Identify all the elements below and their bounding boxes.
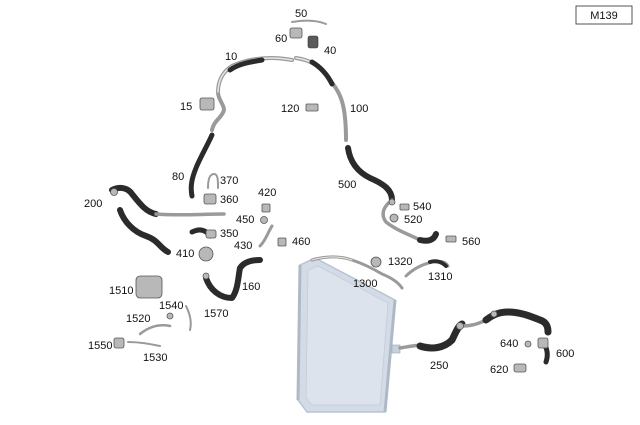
part-label-350: 350 [220, 228, 238, 240]
part-label-370: 370 [220, 175, 238, 187]
diagram-code: M139 [590, 10, 618, 22]
pipe-10 [188, 56, 294, 199]
part-label-620: 620 [490, 364, 508, 376]
part-label-360: 360 [220, 194, 238, 206]
part-label-1510: 1510 [109, 285, 133, 297]
hose-200 [109, 184, 226, 255]
hose-250 [398, 308, 552, 352]
hose-600 [537, 337, 550, 365]
part-label-60: 60 [275, 33, 287, 45]
pipe-100 [294, 56, 348, 142]
part-label-420: 420 [258, 187, 276, 199]
bracket-50 [289, 19, 327, 39]
part-label-450: 450 [236, 214, 254, 226]
pipe-1300 [310, 255, 404, 290]
fitting-520 [389, 213, 399, 223]
part-label-410: 410 [176, 248, 194, 260]
part-label-540: 540 [413, 201, 431, 213]
fitting-1550 [113, 337, 125, 349]
part-label-460: 460 [292, 236, 310, 248]
part-label-560: 560 [462, 236, 480, 248]
hose-500 [345, 145, 439, 244]
expansion-tank-1510 [135, 275, 163, 299]
thermostat-360 [203, 193, 217, 205]
bolt-540 [399, 203, 410, 211]
part-label-40: 40 [324, 45, 336, 57]
part-label-100: 100 [350, 103, 368, 115]
part-label-10: 10 [225, 51, 237, 63]
fitting-1320 [370, 256, 382, 268]
diagram-code-box: M139 [575, 5, 633, 25]
hose-160 [202, 257, 263, 301]
part-label-200: 200 [84, 198, 102, 210]
part-label-15: 15 [180, 101, 192, 113]
part-label-500: 500 [338, 179, 356, 191]
pipe-1530 [127, 341, 161, 347]
part-label-1570: 1570 [204, 308, 228, 320]
clamp-1540 [166, 312, 174, 320]
part-label-120: 120 [281, 103, 299, 115]
bracket-370 [207, 173, 219, 189]
part-label-1310: 1310 [428, 271, 452, 283]
fitting-460 [277, 237, 287, 247]
pump-410 [198, 246, 214, 262]
part-label-1520: 1520 [126, 313, 150, 325]
part-label-250: 250 [430, 360, 448, 372]
radiator [296, 257, 401, 413]
part-label-1550: 1550 [88, 340, 112, 352]
part-label-160: 160 [242, 281, 260, 293]
holder-15 [199, 97, 215, 111]
bolt-120 [305, 103, 319, 112]
fitting-620 [513, 363, 527, 373]
pipe-1570 [185, 305, 192, 331]
part-label-1530: 1530 [143, 352, 167, 364]
part-label-600: 600 [556, 348, 574, 360]
pipe-430 [258, 224, 274, 248]
pipe-1310 [404, 259, 450, 278]
part-label-1540: 1540 [159, 300, 183, 312]
part-label-1320: 1320 [388, 256, 412, 268]
fitting-640 [524, 340, 532, 348]
clip-40 [307, 35, 319, 49]
pipe-1520 [138, 324, 172, 336]
part-label-430: 430 [234, 240, 252, 252]
part-label-80: 80 [172, 171, 184, 183]
bolt-560 [445, 235, 457, 243]
hose-350 [189, 227, 217, 239]
fitting-450 [260, 216, 268, 224]
fitting-420 [261, 203, 271, 213]
part-label-50: 50 [295, 8, 307, 20]
part-label-520: 520 [404, 214, 422, 226]
part-label-1300: 1300 [353, 278, 377, 290]
part-label-640: 640 [500, 338, 518, 350]
